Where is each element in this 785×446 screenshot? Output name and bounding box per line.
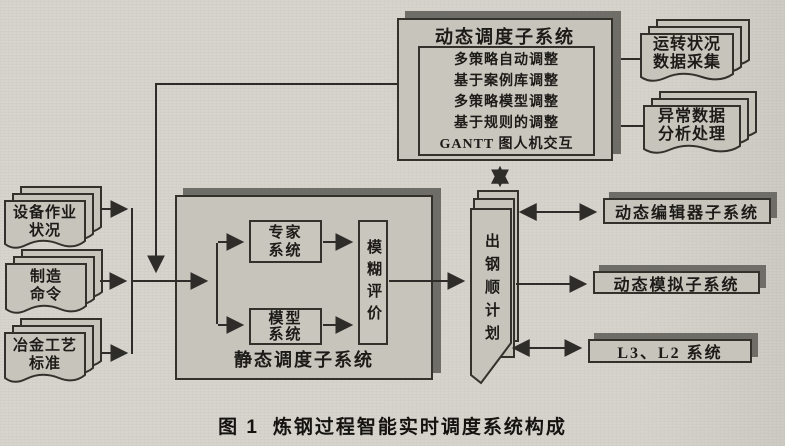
figure-caption-title: 炼钢过程智能实时调度系统构成: [272, 417, 567, 438]
output-simulator-label: 动态模拟子系统: [613, 276, 740, 294]
input-equipment-line1: 设备作业: [12, 205, 77, 221]
input-stack-equipment-status: 设备作业 状况: [4, 186, 102, 252]
dynamic-item-auto-adjust: 多策略自动调整: [454, 53, 559, 68]
input-equipment-line2: 状况: [28, 223, 61, 239]
document-stack-icon: [470, 190, 519, 385]
model-system-line1: 模型: [268, 310, 303, 327]
output-l3l2-label: L3、L2 系统: [617, 345, 723, 362]
model-system-box: 模型 系统: [249, 308, 322, 345]
fuzzy-evaluation-label: 模糊评价: [365, 238, 381, 327]
dynamic-subsystem-title: 动态调度子系统: [435, 27, 575, 47]
fuzzy-evaluation-box: 模糊评价: [358, 220, 388, 345]
collector-abnormal-line1: 异常数据: [657, 108, 726, 125]
dynamic-item-gantt-hmi: GANTT 图人机交互: [439, 137, 574, 152]
input-orders-line2: 命令: [29, 287, 62, 303]
document-stack-icon: [640, 19, 750, 82]
static-scheduling-subsystem-box: 专家 系统 模型 系统 模糊评价 静态调度子系统: [175, 195, 433, 380]
document-stack-icon: [643, 91, 757, 154]
input-stack-manufacturing-orders: 制造 命令: [5, 249, 103, 319]
input-orders-line1: 制造: [29, 269, 62, 285]
expert-system-box: 专家 系统: [249, 220, 322, 263]
dynamic-strategy-list: 多策略自动调整 基于案例库调整 多策略模型调整 基于规则的调整 GANTT 图人…: [418, 46, 595, 156]
input-standards-line1: 冶金工艺: [12, 338, 77, 354]
expert-system-line2: 系统: [268, 242, 303, 259]
output-box-dynamic-editor: 动态编辑器子系统: [603, 198, 771, 224]
output-box-dynamic-simulator: 动态模拟子系统: [593, 271, 760, 294]
collector-stack-abnormal-data: 异常数据 分析处理: [643, 91, 759, 159]
collector-abnormal-line2: 分析处理: [657, 126, 726, 143]
output-box-l3-l2-system: L3、L2 系统: [588, 339, 752, 363]
collector-operating-line2: 数据采集: [652, 54, 721, 71]
document-stack-icon: [5, 249, 103, 314]
collector-stack-operating-status: 运转状况 数据采集: [640, 19, 752, 87]
collector-operating-line1: 运转状况: [652, 36, 721, 53]
dynamic-item-case-library: 基于案例库调整: [454, 74, 559, 89]
document-stack-icon: [4, 186, 102, 249]
document-stack-icon: [4, 318, 102, 383]
figure-caption-number: 图 1: [218, 417, 259, 438]
input-standards-line2: 标准: [28, 356, 61, 372]
plan-label: 出钢顺计划: [483, 232, 499, 348]
figure-caption: 图 1 炼钢过程智能实时调度系统构成: [0, 412, 785, 439]
model-system-line2: 系统: [268, 326, 303, 343]
plan-stack-tapping-sequence: 出钢顺计划: [470, 190, 530, 390]
expert-system-line1: 专家: [268, 224, 303, 241]
output-editor-label: 动态编辑器子系统: [614, 205, 759, 222]
dynamic-scheduling-subsystem-box: 动态调度子系统 多策略自动调整 基于案例库调整 多策略模型调整 基于规则的调整 …: [397, 18, 613, 161]
static-subsystem-title: 静态调度子系统: [234, 350, 374, 370]
dynamic-item-model-adjust: 多策略模型调整: [454, 95, 559, 110]
dynamic-item-rule-adjust: 基于规则的调整: [454, 116, 559, 131]
input-stack-metallurgy-standards: 冶金工艺 标准: [4, 318, 102, 388]
